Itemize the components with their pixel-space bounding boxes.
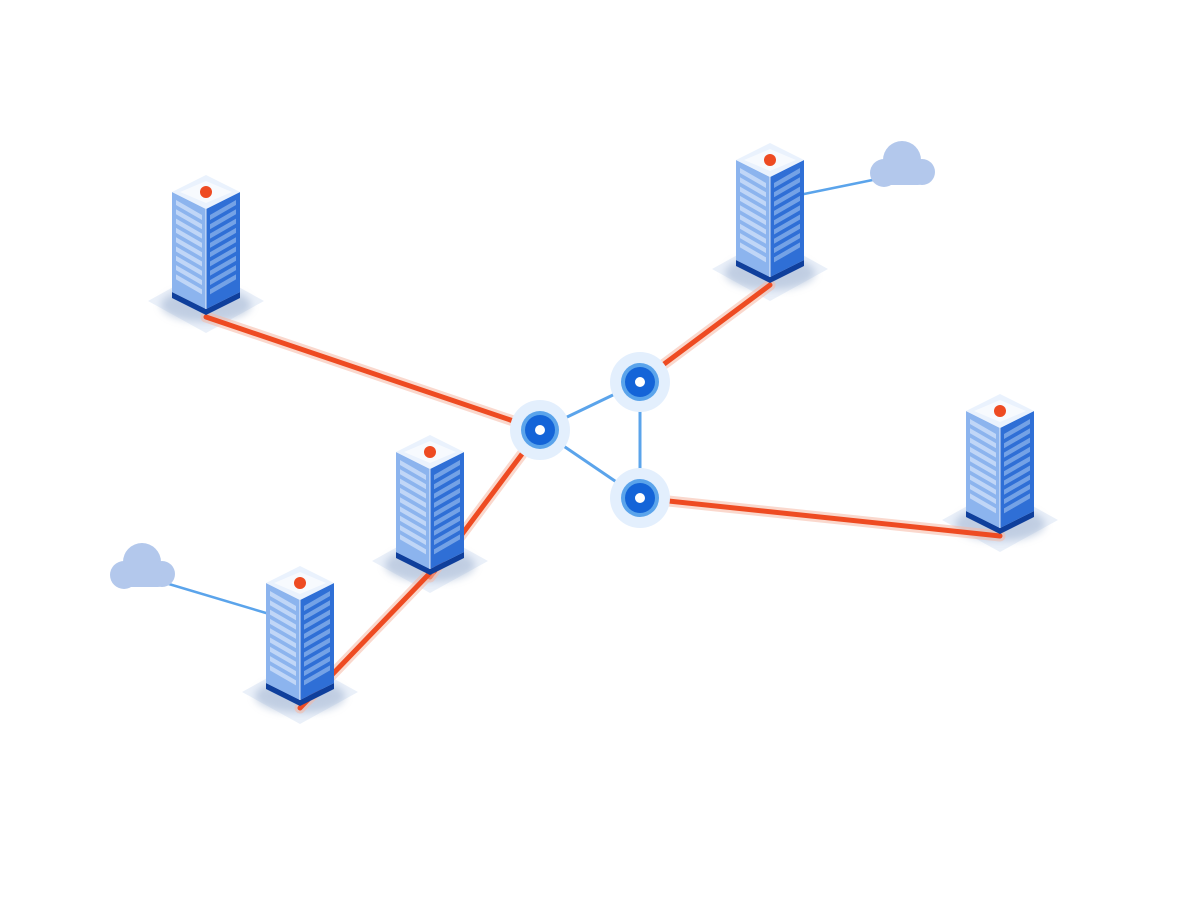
server-status-led	[200, 186, 212, 198]
server-icon	[966, 394, 1034, 534]
network-hub-icon	[610, 468, 670, 528]
server-status-led	[994, 405, 1006, 417]
uplink-line	[634, 492, 1006, 542]
server-icon	[172, 175, 240, 315]
server-icon	[736, 143, 804, 283]
cloud-icon	[870, 141, 935, 187]
server-status-led	[294, 577, 306, 589]
clouds-layer	[110, 141, 935, 589]
network-hub-icon	[610, 352, 670, 412]
server-icon	[266, 566, 334, 706]
server-status-led	[764, 154, 776, 166]
hubs-layer	[510, 352, 670, 528]
server-status-led	[424, 446, 436, 458]
cloud-icon	[110, 543, 175, 589]
uplink-line	[200, 311, 546, 436]
network-hub-icon	[510, 400, 570, 460]
server-icon	[396, 435, 464, 575]
servers-layer	[172, 143, 1034, 706]
